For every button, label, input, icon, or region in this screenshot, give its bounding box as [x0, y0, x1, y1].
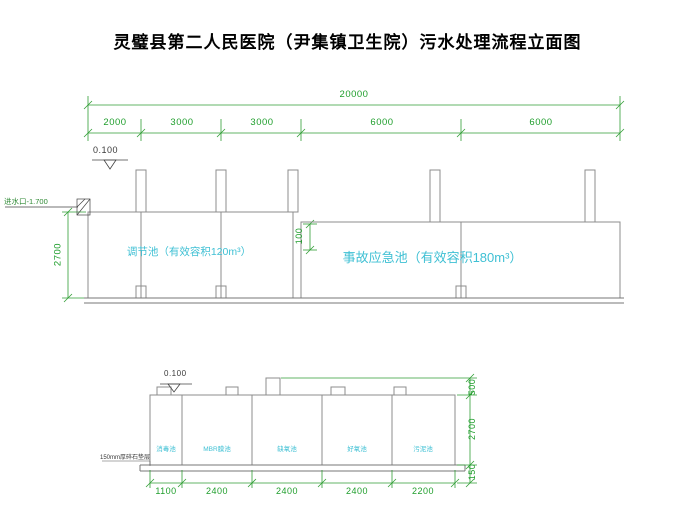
compartment-label-1: 消毒池	[156, 446, 176, 453]
dim-right-1: 500	[467, 378, 477, 396]
inlet-label: 进水口-1.700	[4, 197, 48, 206]
inlet-symbol	[5, 198, 91, 216]
drawing-title: 灵璧县第二人民医院（尹集镇卫生院）污水处理流程立面图	[113, 33, 582, 52]
dim-segment-3: 3000	[250, 117, 274, 128]
dim-segment-1: 2000	[103, 117, 127, 128]
foundation-note-leader	[102, 460, 151, 466]
dim-freeboard: 100	[294, 227, 304, 245]
compartment-label-5: 污泥池	[413, 446, 433, 453]
lower-tank-structure	[139, 377, 466, 472]
lower-dimension-linework	[145, 373, 477, 488]
dim-right-3: 150	[467, 463, 477, 481]
tank-label-emergency: 事故应急池（有效容积180m³）	[342, 250, 523, 265]
dim-bottom-3: 2400	[275, 486, 299, 496]
dim-bottom-4: 2400	[345, 486, 369, 496]
dim-bottom-5: 2200	[411, 486, 435, 496]
elevation-mark-lower: 0.100	[164, 369, 187, 378]
compartment-label-4: 好氧池	[347, 446, 367, 453]
tank-label-regulating: 调节池（有效容积120m³）	[126, 246, 252, 258]
dim-depth-left: 2700	[52, 242, 64, 267]
dim-segment-4: 6000	[370, 117, 394, 128]
dim-right-2: 2700	[467, 417, 477, 441]
dim-bottom-2: 2400	[205, 486, 229, 496]
dim-bottom-1: 1100	[155, 486, 177, 496]
upper-dimension-linework	[62, 96, 625, 303]
compartment-label-2: MBR膜池	[203, 446, 231, 453]
dim-segment-2: 3000	[170, 117, 194, 128]
upper-tank-structure	[84, 169, 624, 304]
elevation-mark-upper: 0.100	[93, 145, 119, 155]
lower-elevation-symbol	[160, 383, 192, 393]
compartment-label-3: 缺氧池	[277, 446, 297, 453]
dim-segment-5: 6000	[529, 117, 553, 128]
dim-total: 20000	[339, 89, 369, 100]
foundation-note: 150mm厚碎石垫层	[100, 455, 151, 461]
upper-elevation-symbol	[92, 159, 128, 170]
